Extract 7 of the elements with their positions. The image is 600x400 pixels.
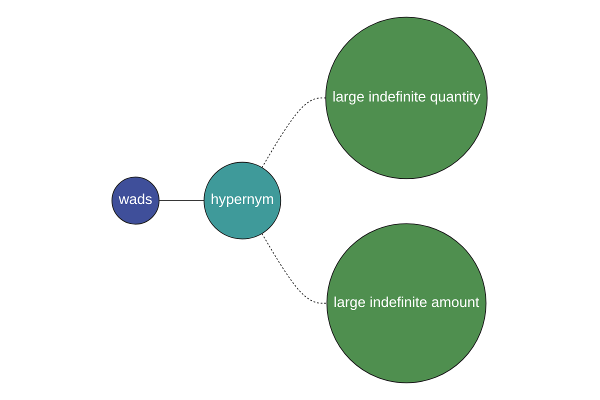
connector [262, 98, 327, 168]
node-circle: large indefinite quantity [326, 16, 488, 180]
node-circle: wads [112, 176, 160, 225]
node-circle: hypernym [204, 162, 282, 240]
node-circle: large indefinite amount [326, 223, 487, 384]
connector [262, 233, 328, 304]
connector [159, 200, 205, 202]
